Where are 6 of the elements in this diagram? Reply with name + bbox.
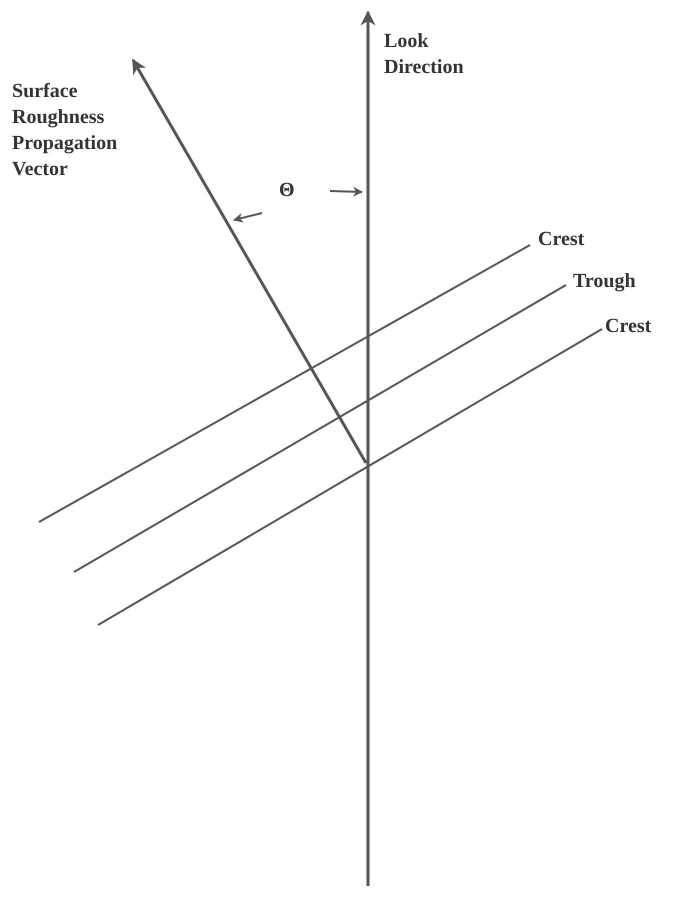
wave-label: Crest [605,314,652,339]
angle-symbol: Θ [279,178,295,203]
axis-label: Look Direction [384,29,465,80]
wave-label: Trough [573,269,636,294]
vector-label: Surface Roughness Propagation Vector [12,79,118,182]
wave-label: Crest [538,227,584,252]
